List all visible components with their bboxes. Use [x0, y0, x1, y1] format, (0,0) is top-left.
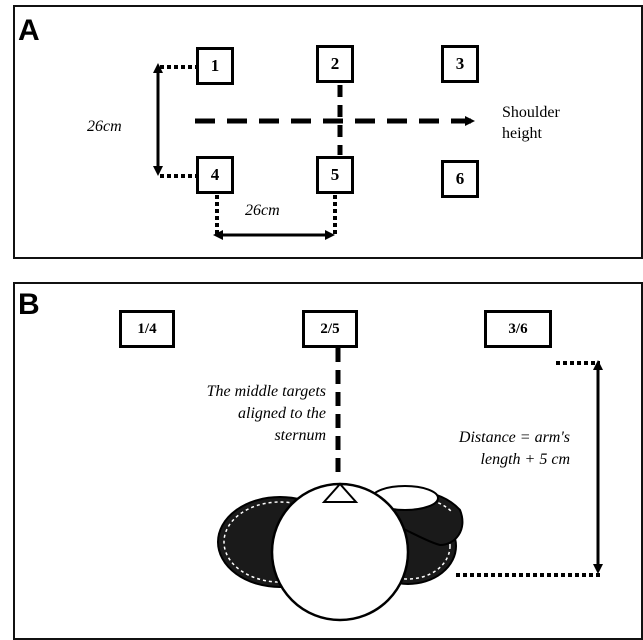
target-3-6: 3/6 — [484, 310, 552, 348]
vertical-distance-label: 26cm — [87, 116, 122, 138]
target-4: 4 — [196, 156, 234, 194]
horizontal-distance-label: 26cm — [245, 200, 280, 222]
target-2-5: 2/5 — [302, 310, 358, 348]
panel-a-letter: A — [18, 14, 40, 48]
distance-line-1: Distance = arm's — [400, 427, 570, 449]
distance-line-2: length + 5 cm — [400, 449, 570, 471]
target-3: 3 — [441, 45, 479, 83]
target-6: 6 — [441, 160, 479, 198]
height-label: height — [502, 124, 542, 144]
panel-b-letter: B — [18, 288, 40, 322]
target-1-4: 1/4 — [119, 310, 175, 348]
target-1: 1 — [196, 47, 234, 85]
middle-note-line-1: The middle targets — [176, 381, 326, 403]
middle-note-line-2: aligned to the — [176, 403, 326, 425]
target-5: 5 — [316, 156, 354, 194]
middle-note-line-3: sternum — [176, 425, 326, 447]
shoulder-label: Shoulder — [502, 103, 560, 123]
target-2: 2 — [316, 45, 354, 83]
